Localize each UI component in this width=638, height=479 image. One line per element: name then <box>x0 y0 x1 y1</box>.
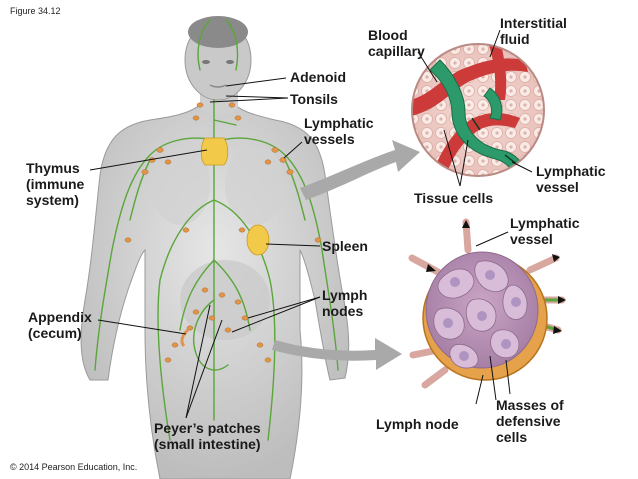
thymus-organ <box>200 137 229 166</box>
label-blood-capillary: Blood capillary <box>368 27 425 59</box>
label-tissue-cells: Tissue cells <box>414 190 494 206</box>
figure-label: Figure 34.12 <box>10 6 61 16</box>
arrow-to-lymph-node-detail <box>272 338 402 370</box>
label-lymphatic-vessels: Lymphatic vessels <box>304 115 374 147</box>
label-lymphatic-vessel-node: Lymphatic vessel <box>510 215 580 247</box>
label-thymus: Thymus (immune system) <box>26 160 85 208</box>
label-spleen: Spleen <box>322 238 368 254</box>
lymph-node-detail <box>408 218 566 389</box>
label-masses-of-defensive-cells: Masses of defensive cells <box>496 397 564 445</box>
leader-lines <box>89 29 533 419</box>
label-adenoid: Adenoid <box>290 69 346 85</box>
capillary-detail <box>411 43 545 177</box>
label-tonsils: Tonsils <box>290 91 338 107</box>
spleen-organ <box>246 224 270 256</box>
label-lymph-node: Lymph node <box>376 416 459 432</box>
human-body <box>80 16 350 479</box>
label-interstitial-fluid: Interstitial fluid <box>500 15 567 47</box>
label-lymphatic-vessel-capillary: Lymphatic vessel <box>536 163 606 195</box>
label-appendix: Appendix (cecum) <box>28 309 92 341</box>
arrow-to-capillary-detail <box>300 140 420 200</box>
label-lymph-nodes: Lymph nodes <box>322 287 368 319</box>
copyright-notice: © 2014 Pearson Education, Inc. <box>10 462 138 472</box>
label-peyers-patches: Peyer’s patches (small intestine) <box>154 420 261 452</box>
